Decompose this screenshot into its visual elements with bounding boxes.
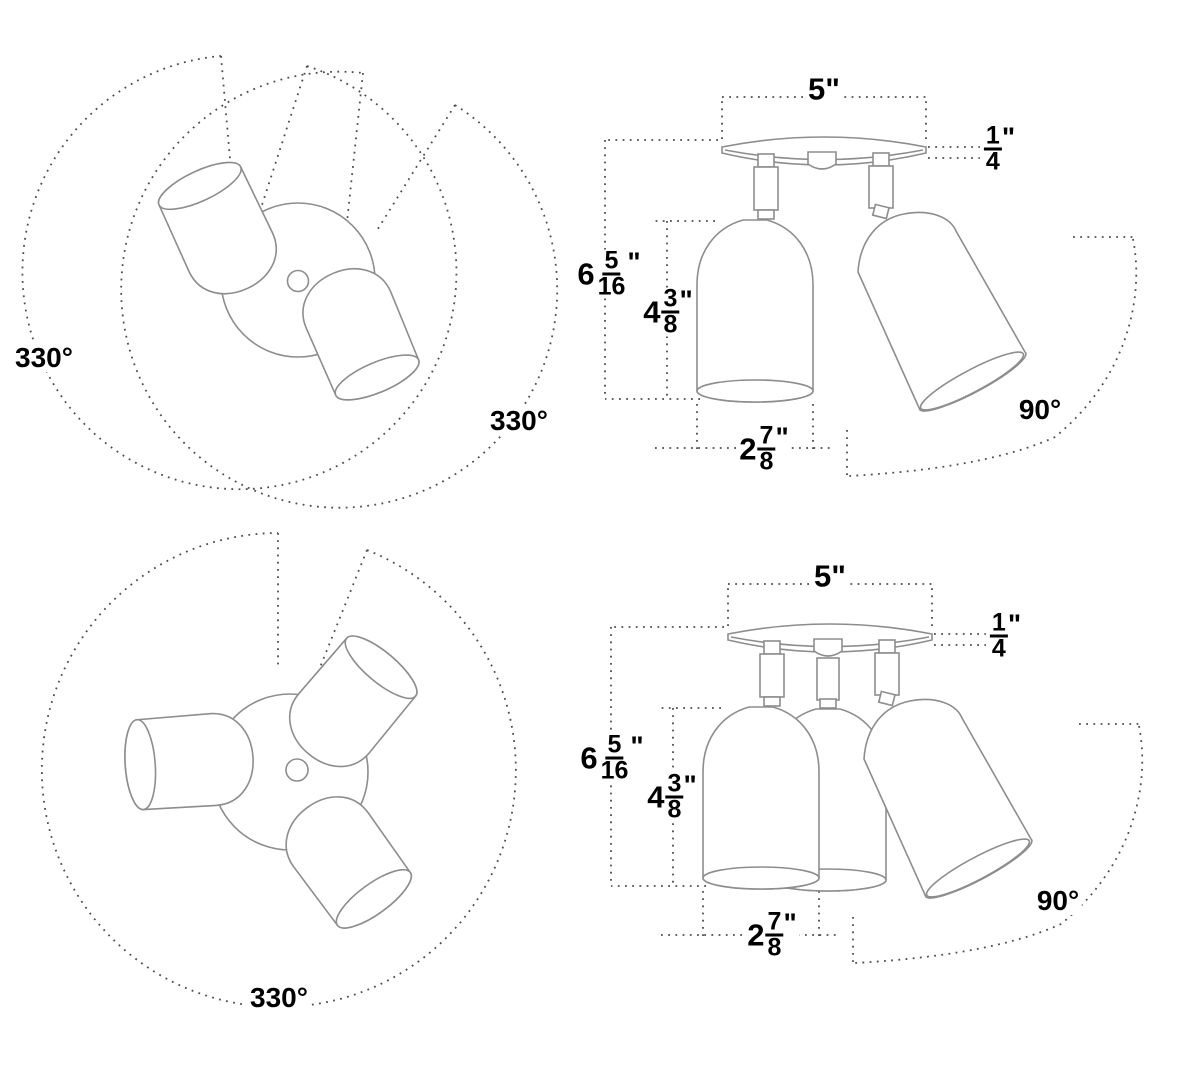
rotation-value: 330° <box>250 982 308 1013</box>
rotation-label: 330° <box>247 984 311 1012</box>
dim-width-label: 5" <box>805 73 843 105</box>
rotation-value: 330° <box>490 405 548 436</box>
three-light-side-view <box>610 583 1144 965</box>
rotation-value: 330° <box>15 342 73 373</box>
dim-width-label: 5" <box>811 560 849 592</box>
rotation-label-right: 330° <box>487 407 551 435</box>
center-hole <box>285 758 309 782</box>
middle-stem <box>816 657 840 709</box>
center-hole <box>286 269 310 293</box>
rotation-circle <box>40 532 517 1008</box>
shade-left <box>121 710 257 813</box>
rotation-circle-right <box>120 70 559 509</box>
tilt-label: 90° <box>1033 887 1083 915</box>
two-light-top-view <box>21 55 559 509</box>
rotation-label-left: 330° <box>12 344 76 372</box>
three-light-top-view <box>40 532 517 1008</box>
tilt-label: 90° <box>1015 396 1065 424</box>
